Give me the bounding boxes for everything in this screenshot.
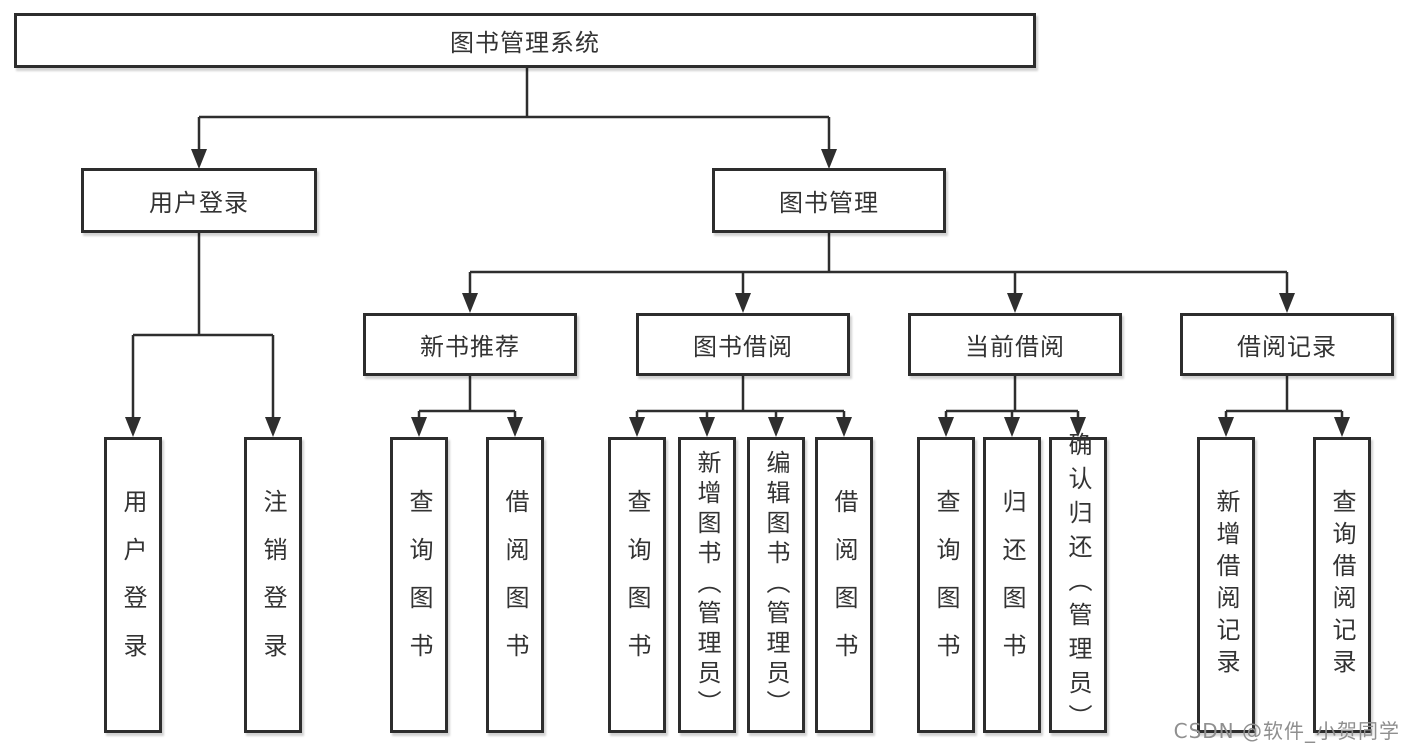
leaf-label: 查询图书 [623, 489, 651, 681]
node-book-management: 图书管理 [712, 168, 946, 233]
leaf-return-book: 归还图书 [983, 437, 1041, 733]
arrowheads [125, 149, 1350, 437]
leaf-logout: 注销登录 [244, 437, 302, 733]
leaf-label: 确认归还（管理员） [1064, 432, 1092, 738]
leaf-add-book-admin: 新增图书（管理员） [678, 437, 736, 733]
leaf-label: 新增借阅记录 [1212, 489, 1240, 681]
leaf-label: 借阅图书 [501, 489, 529, 681]
leaf-label: 借阅图书 [830, 489, 858, 681]
leaf-add-borrow-record: 新增借阅记录 [1197, 437, 1255, 733]
node-library-management-system: 图书管理系统 [14, 13, 1036, 68]
node-borrow-record: 借阅记录 [1180, 313, 1394, 376]
leaf-label: 归还图书 [998, 489, 1026, 681]
leaf-edit-book-admin: 编辑图书（管理员） [747, 437, 805, 733]
node-current-borrow: 当前借阅 [908, 313, 1122, 376]
node-new-book-recommend: 新书推荐 [363, 313, 577, 376]
leaf-query-book-recommend: 查询图书 [390, 437, 448, 733]
leaf-user-login: 用户登录 [104, 437, 162, 733]
leaf-label: 查询图书 [405, 489, 433, 681]
leaf-label: 注销登录 [259, 489, 287, 681]
leaf-query-book-borrow: 查询图书 [608, 437, 666, 733]
leaf-confirm-return-admin: 确认归还（管理员） [1049, 432, 1107, 738]
csdn-watermark: CSDN @软件_小贺同学 [1173, 719, 1400, 743]
leaf-query-borrow-record: 查询借阅记录 [1313, 437, 1371, 733]
leaf-label: 查询图书 [932, 489, 960, 681]
leaf-borrow-book-recommend: 借阅图书 [486, 437, 544, 733]
leaf-query-book-current: 查询图书 [917, 437, 975, 733]
leaf-label: 查询借阅记录 [1328, 489, 1356, 681]
node-book-borrow: 图书借阅 [636, 313, 850, 376]
leaf-label: 用户登录 [119, 489, 147, 681]
leaf-label: 新增图书（管理员） [693, 450, 721, 720]
leaf-borrow-book: 借阅图书 [815, 437, 873, 733]
leaf-label: 编辑图书（管理员） [762, 450, 790, 720]
node-user-login: 用户登录 [81, 168, 317, 233]
